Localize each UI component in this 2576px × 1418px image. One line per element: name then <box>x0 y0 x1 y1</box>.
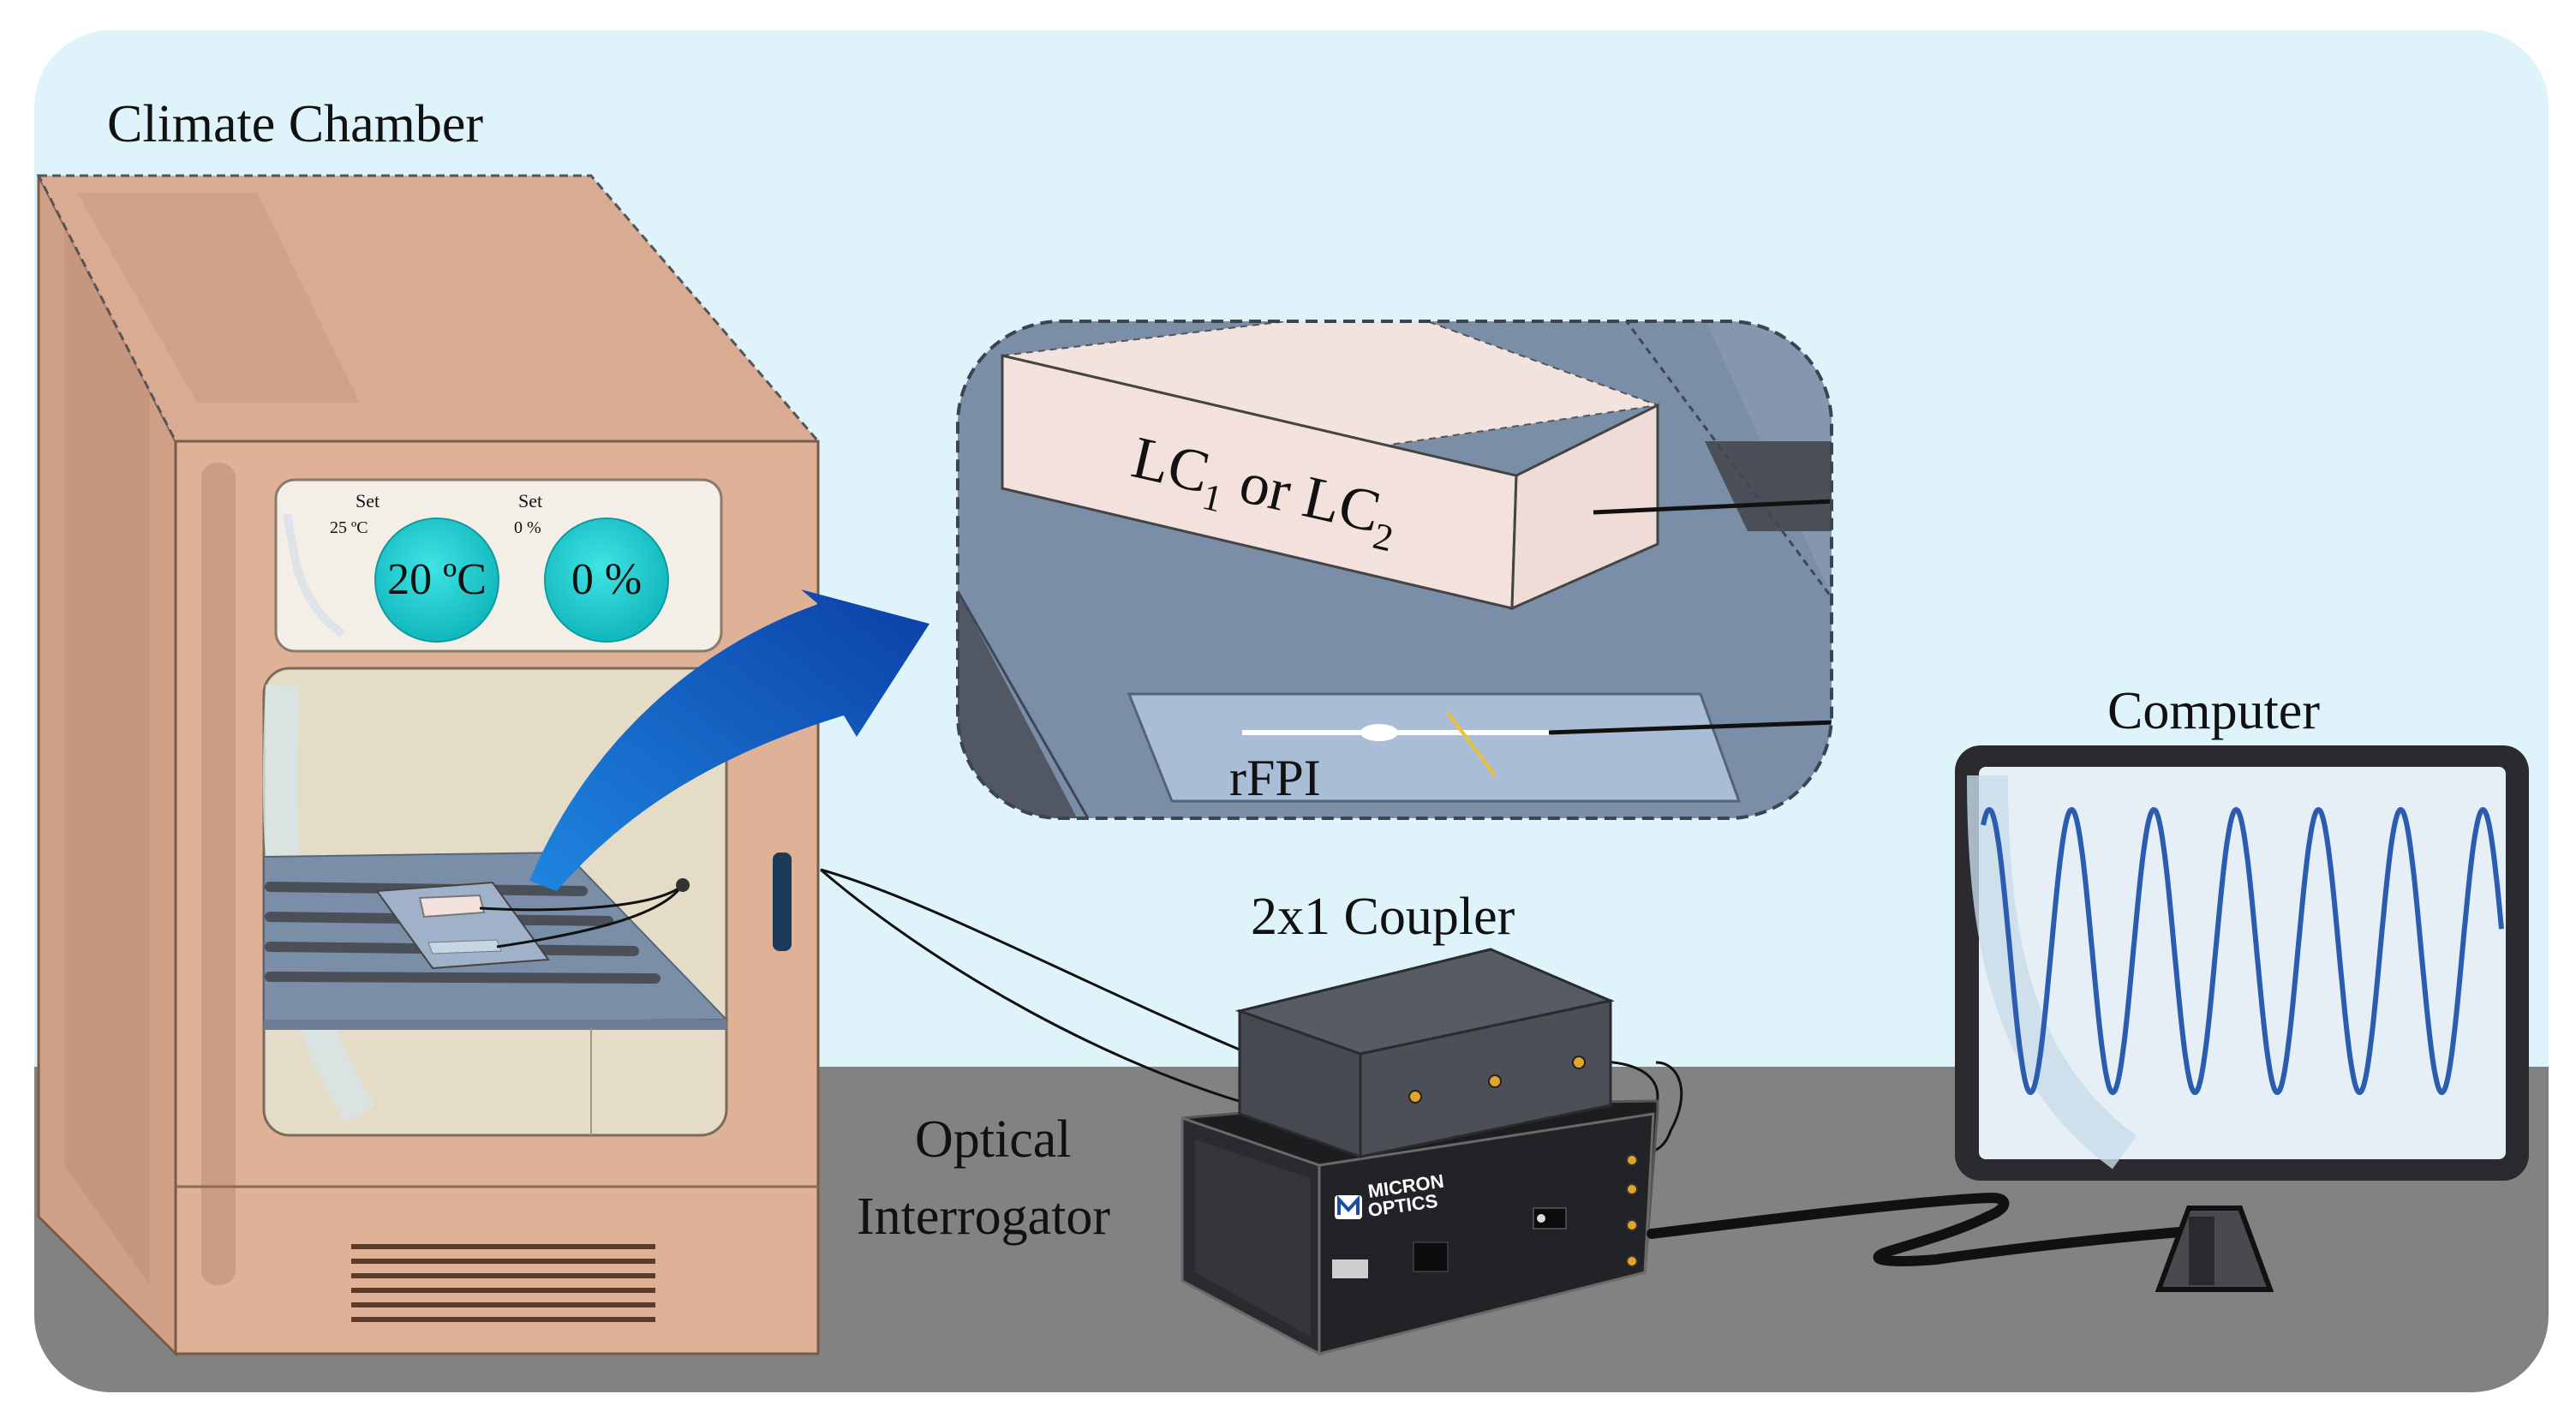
control-panel: Set 25 ºC Set 0 % 20 ºC 0 % <box>274 478 723 653</box>
computer-monitor <box>1955 745 2529 1292</box>
optical-interrogator: MICRON OPTICS <box>1180 1099 1659 1356</box>
ethernet-port <box>1413 1241 1449 1272</box>
coupler-label: 2x1 Coupler <box>1251 888 1515 946</box>
humidity-dial <box>544 518 669 643</box>
usb-port <box>1332 1259 1368 1278</box>
interrogator-label-line1: Optical <box>915 1110 1072 1169</box>
monitor-screen <box>1979 767 2506 1159</box>
zoom-arrow <box>529 589 929 891</box>
humidity-set-value: 0 % <box>514 518 541 537</box>
door-handle <box>773 853 792 951</box>
humidity-set-label: Set <box>518 490 542 512</box>
inset-zoom-view: LC1 or LC2 rFPI <box>956 320 1833 820</box>
optical-ports <box>1626 1154 1638 1267</box>
computer-cable <box>1647 1192 2215 1267</box>
computer-label: Computer <box>2107 682 2320 740</box>
climate-chamber-label: Climate Chamber <box>107 95 483 153</box>
coupler-box <box>1234 948 1615 1159</box>
temperature-dial <box>374 518 499 643</box>
signal-wave <box>1981 806 2504 1096</box>
rfpi-label: rFPI <box>1229 750 1321 806</box>
humidity-reading: 0 % <box>571 555 642 604</box>
temperature-reading: 20 ºC <box>387 555 487 604</box>
interrogator-label-line2: Interrogator <box>857 1188 1110 1246</box>
temp-set-label: Set <box>356 490 380 512</box>
vent-grill <box>351 1244 655 1322</box>
temp-set-value: 25 ºC <box>330 518 368 537</box>
